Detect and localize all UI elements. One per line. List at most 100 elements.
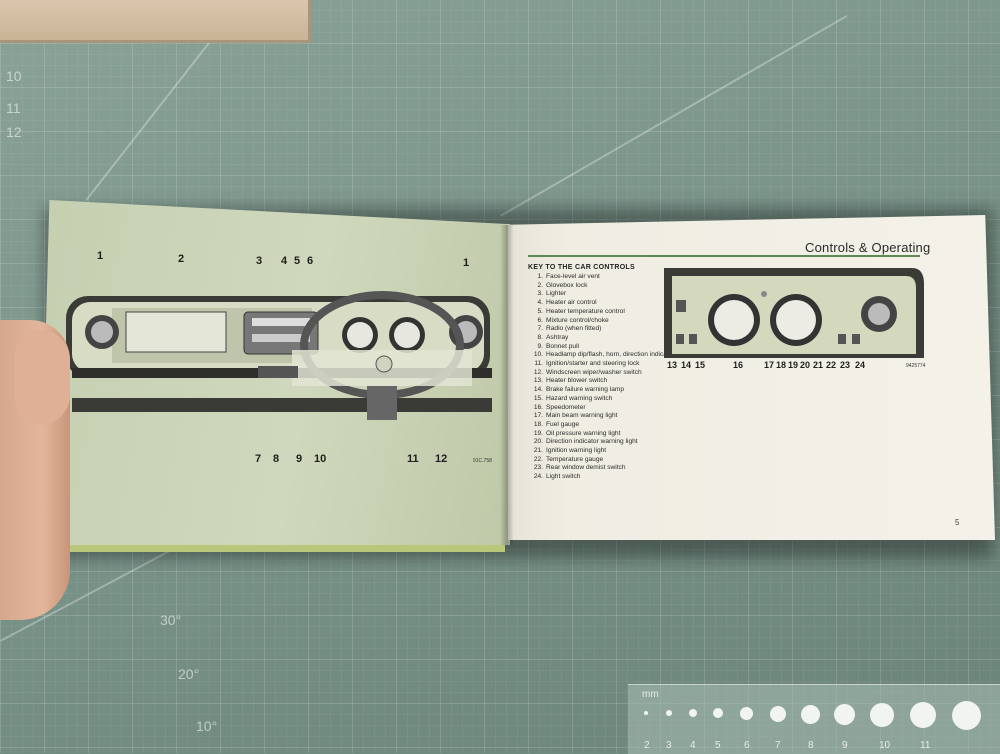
key-item-text: Radio (when fitted) [546,325,602,333]
callout-number: 23 [840,360,851,370]
callout-number: 3 [256,255,263,267]
key-item-number: 17. [533,412,543,420]
key-item: 16.Speedometer [531,404,695,413]
key-item-number: 6. [537,316,544,324]
key-item-number: 19. [533,429,543,437]
ruler-number: 9 [842,740,848,751]
callout-number: 9 [296,453,303,465]
key-item-number: 9. [537,342,544,350]
key-item: 2.Glovebox lock [531,282,695,291]
callout-number: 13 [667,360,678,370]
key-item-text: Rear window demist switch [546,464,626,472]
key-item-text: Speedometer [546,403,586,411]
key-item: 18.Fuel gauge [531,421,695,430]
key-item: 9.Bonnet pull [531,343,695,352]
key-item-number: 21. [533,447,543,455]
key-item-text: Heater temperature control [546,307,625,315]
ruler-number: 2 [644,740,650,751]
callout-number: 16 [733,360,744,370]
key-item-text: Fuel gauge [546,420,579,428]
key-item-text: Light switch [546,473,581,481]
key-item: 1.Face-level air vent [531,273,695,282]
ruler-number: 3 [666,740,672,751]
instrument-cluster-illustration [664,268,924,358]
key-item-number: 16. [533,403,543,411]
key-item: 4.Heater air control [531,299,695,308]
callout-number: 1 [97,250,104,262]
callout-number: 4 [281,255,288,267]
key-item-text: Face-level air vent [546,273,600,280]
key-item: 10.Headlamp dip/flash, horn, direction i… [531,351,695,360]
key-item-text: Ignition warning light [546,447,607,455]
ruler-hole [834,704,855,725]
mat-number: 10 [6,68,22,84]
key-item-text: Ashtray [546,333,569,341]
key-item-number: 4. [537,299,544,307]
section-title: Controls & Operating [805,240,931,255]
callout-number: 12 [435,453,448,465]
ruler-hole [910,702,936,728]
stencil-ruler: mm 2 3 4 5 6 7 8 9 10 11 [628,684,1000,754]
key-item: 5.Heater temperature control [531,308,695,317]
ruler-hole [740,707,753,720]
ruler-hole [713,708,723,718]
key-item-number: 24. [533,473,543,481]
key-item-text: Direction indicator warning light [546,438,638,446]
callout-number: 11 [407,453,419,465]
key-item-number: 1. [537,273,544,280]
key-item-text: Mixture control/choke [546,316,609,324]
figure-code: 9425774 [906,363,926,369]
key-item-text: Temperature gauge [546,455,604,463]
thumb [15,330,70,425]
ruler-number: 8 [808,740,814,751]
key-item: 7.Radio (when fitted) [531,325,695,334]
callout-number: 21 [813,360,824,370]
key-item-number: 11. [534,360,543,368]
key-item-number: 5. [537,307,544,315]
key-item-text: Windscreen wiper/washer switch [546,368,642,376]
key-item-text: Heater air control [546,299,597,307]
key-item: 21.Ignition warning light [531,447,695,456]
ruler-number: 11 [920,740,931,751]
callout-number: 8 [273,453,280,465]
key-item-text: Glovebox lock [546,281,588,289]
key-item-number: 18. [533,420,543,428]
key-item-text: Bonnet pull [546,342,579,350]
key-item-text: Brake failure warning lamp [546,386,625,394]
callout-number: 17 [764,360,775,370]
page-number: 5 [955,518,960,527]
callout-number: 19 [788,360,799,370]
key-item-number: 2. [537,281,544,289]
key-item: 24.Light switch [531,473,695,482]
key-item-number: 15. [533,394,543,402]
key-item: 22.Temperature gauge [531,456,695,465]
ruler-hole [666,710,672,716]
callout-number: 10 [314,453,327,465]
key-item: 14.Brake failure warning lamp [531,386,695,395]
mat-angle-label: 20° [178,666,200,682]
key-item-text: Lighter [546,290,567,298]
key-item-number: 20. [533,438,543,446]
key-item-number: 13. [533,377,543,385]
key-item: 13.Heater blower switch [531,377,695,386]
key-item-number: 12. [533,368,543,376]
key-item-text: Headlamp dip/flash, horn, direction indi… [546,351,695,359]
key-item: 15.Hazard warning switch [531,395,695,404]
key-item-number: 3. [537,290,544,298]
callout-number: 14 [681,360,692,370]
ruler-number: 7 [775,740,781,751]
key-item-text: Oil pressure warning light [546,429,621,437]
closed-book [0,0,311,43]
ruler-hole [689,709,697,717]
figure-code: 91C.758 [473,458,492,464]
key-item-number: 23. [533,464,543,472]
ruler-hole [770,706,786,722]
ruler-hole [644,711,648,715]
key-item: 12.Windscreen wiper/washer switch [531,369,695,378]
booklet-gutter [500,225,514,545]
ruler-hole [952,701,981,730]
key-title: KEY TO THE CAR CONTROLS [528,264,635,271]
ruler-hole [870,703,894,727]
key-item-number: 8. [537,333,544,341]
